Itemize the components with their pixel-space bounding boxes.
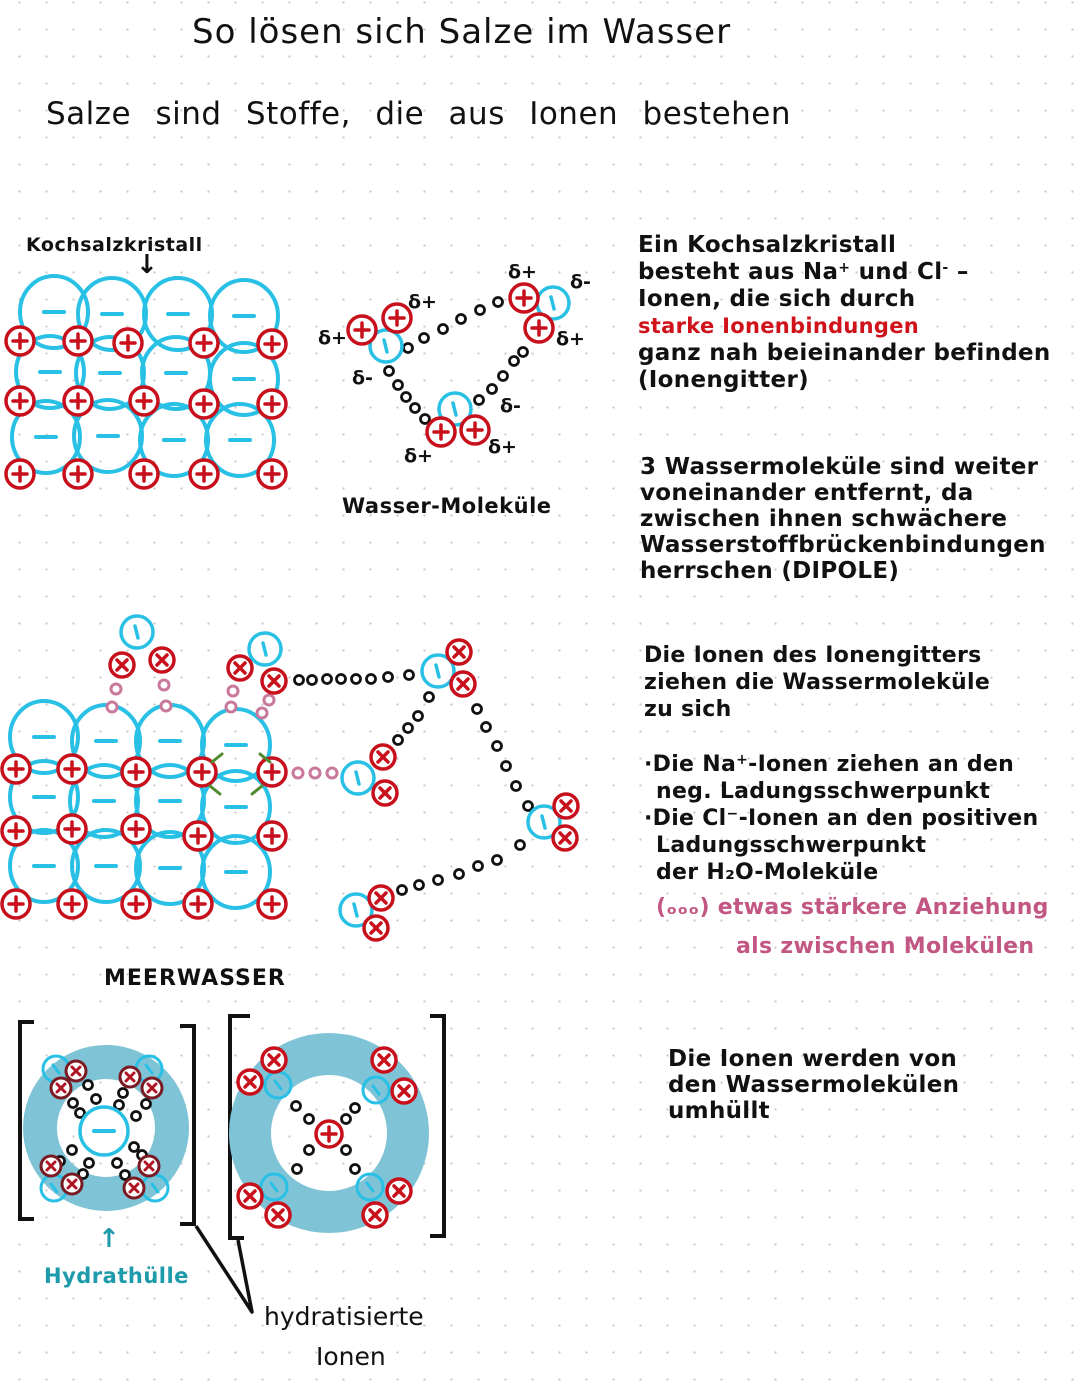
note-pink-line: (ₒₒₒ) etwas stärkere Anziehung (656, 895, 1049, 920)
note-pink-line: als zwischen Molekülen (736, 934, 1035, 959)
note-line: Ionen, die sich durch (638, 286, 916, 312)
hydrated-sodium-ion (228, 1014, 446, 1240)
note-line: Wasserstoffbrückenbindungen (640, 532, 1046, 558)
partial-charge-label: δ- (352, 367, 373, 389)
note-line: besteht aus Na+ und Cl- – (638, 259, 969, 285)
note-line: ganz nah beieinander befinden (638, 340, 1051, 366)
hydration-explanation: Die Ionen werden von den Wassermolekülen… (668, 1046, 959, 1124)
note-line: Die Ionen des Ionengitters (644, 643, 982, 668)
water-molecules-label: Wasser-Moleküle (342, 494, 552, 518)
note-line: Die Ionen werden von (668, 1046, 958, 1072)
dissolving-lattice (0, 614, 580, 942)
note-line: zwischen ihnen schwächere (640, 506, 1008, 532)
page-title: So lösen sich Salze im Wasser (192, 12, 732, 52)
bullet-na: ·Die Na+-Ionen ziehen an den (644, 752, 1015, 777)
partial-charge-label: δ+ (408, 291, 437, 313)
partial-charge-label: δ+ (488, 436, 517, 458)
note-line: Ein Kochsalzkristall (638, 232, 897, 258)
partial-charge-label: δ- (570, 271, 591, 293)
crystal-label: Kochsalzkristall (26, 234, 203, 256)
down-arrow-icon: ↓ (136, 250, 158, 280)
note-line: Ladungsschwerpunkt (656, 833, 927, 858)
water-molecules-diagram (346, 282, 571, 448)
up-arrow-icon: ↑ (98, 1224, 120, 1254)
hydrated-ions-label-1: hydratisierte (264, 1302, 424, 1331)
page-subtitle: Salze sind Stoffe, die aus Ionen bestehe… (46, 96, 792, 132)
bullet-cl: ·Die Cl−-Ionen an den positiven (644, 806, 1039, 831)
water-explanation: 3 Wassermoleküle sind weiter voneinander… (640, 454, 1046, 584)
attraction-explanation: Die Ionen des Ionengitters ziehen die Wa… (644, 642, 1049, 960)
hydrated-ions-label-2: Ionen (316, 1342, 386, 1371)
note-line: den Wassermolekülen (668, 1072, 960, 1098)
seawater-label: MEERWASSER (104, 966, 286, 991)
note-line: neg. Ladungsschwerpunkt (656, 779, 991, 804)
note-line: herrschen (DIPOLE) (640, 558, 900, 584)
note-line: umhüllt (668, 1098, 770, 1124)
partial-charge-label: δ- (500, 395, 521, 417)
pointer-lines (194, 1225, 254, 1314)
partial-charge-label: δ+ (556, 328, 585, 350)
note-highlight-ionic-bonds: starke Ionenbindungen (638, 314, 920, 338)
partial-charge-label: δ+ (508, 261, 537, 283)
partial-charge-label: δ+ (318, 327, 347, 349)
note-line: zu sich (644, 697, 732, 722)
hydrated-chloride-ion (18, 1020, 196, 1226)
partial-charge-label: δ+ (404, 445, 433, 467)
hydration-shell-label: Hydrathülle (44, 1264, 189, 1288)
note-line: 3 Wassermoleküle sind weiter (640, 454, 1039, 480)
partial-charge-labels: δ+δ+δ-δ+δ-δ+δ-δ+δ+ (318, 261, 591, 467)
note-line: ziehen die Wassermoleküle (644, 670, 991, 695)
crystal-explanation: Ein Kochsalzkristall besteht aus Na+ und… (638, 232, 1051, 394)
note-line: der H₂O-Moleküle (656, 860, 879, 885)
salt-crystal-lattice (4, 274, 288, 490)
note-line: voneinander entfernt, da (640, 480, 974, 506)
note-line: (Ionengitter) (638, 367, 809, 393)
